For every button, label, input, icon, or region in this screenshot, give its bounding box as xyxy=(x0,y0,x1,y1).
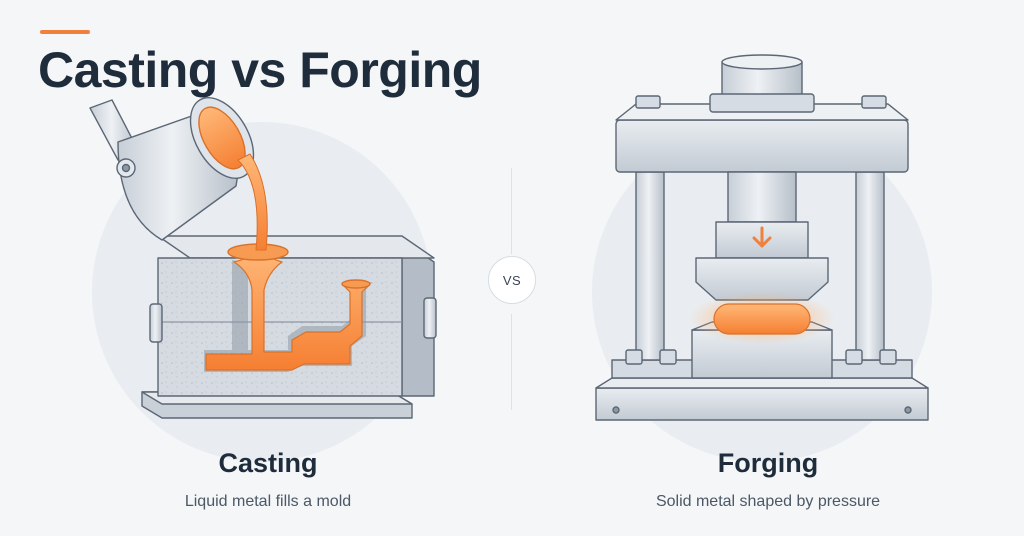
divider-line-bottom xyxy=(511,314,512,410)
forging-press-icon xyxy=(595,54,929,421)
forging-caption: Forging Solid metal shaped by pressure xyxy=(598,0,938,511)
divider-line-top xyxy=(511,168,512,254)
down-arrow-icon xyxy=(752,226,772,248)
accent-bar xyxy=(40,30,90,34)
casting-mold-icon xyxy=(141,235,437,419)
molten-pour-stream xyxy=(237,153,268,251)
hot-billet xyxy=(713,303,811,335)
vs-badge: VS xyxy=(488,256,536,304)
forging-subtitle: Solid metal shaped by pressure xyxy=(655,493,881,510)
casting-subtitle: Liquid metal fills a mold xyxy=(184,493,352,510)
casting-title: Casting xyxy=(218,448,318,478)
ladle-icon xyxy=(89,97,268,251)
page-title: Casting vs Forging xyxy=(38,42,482,98)
forging-title: Forging xyxy=(717,448,819,478)
casting-caption: Casting Liquid metal fills a mold xyxy=(98,0,438,511)
